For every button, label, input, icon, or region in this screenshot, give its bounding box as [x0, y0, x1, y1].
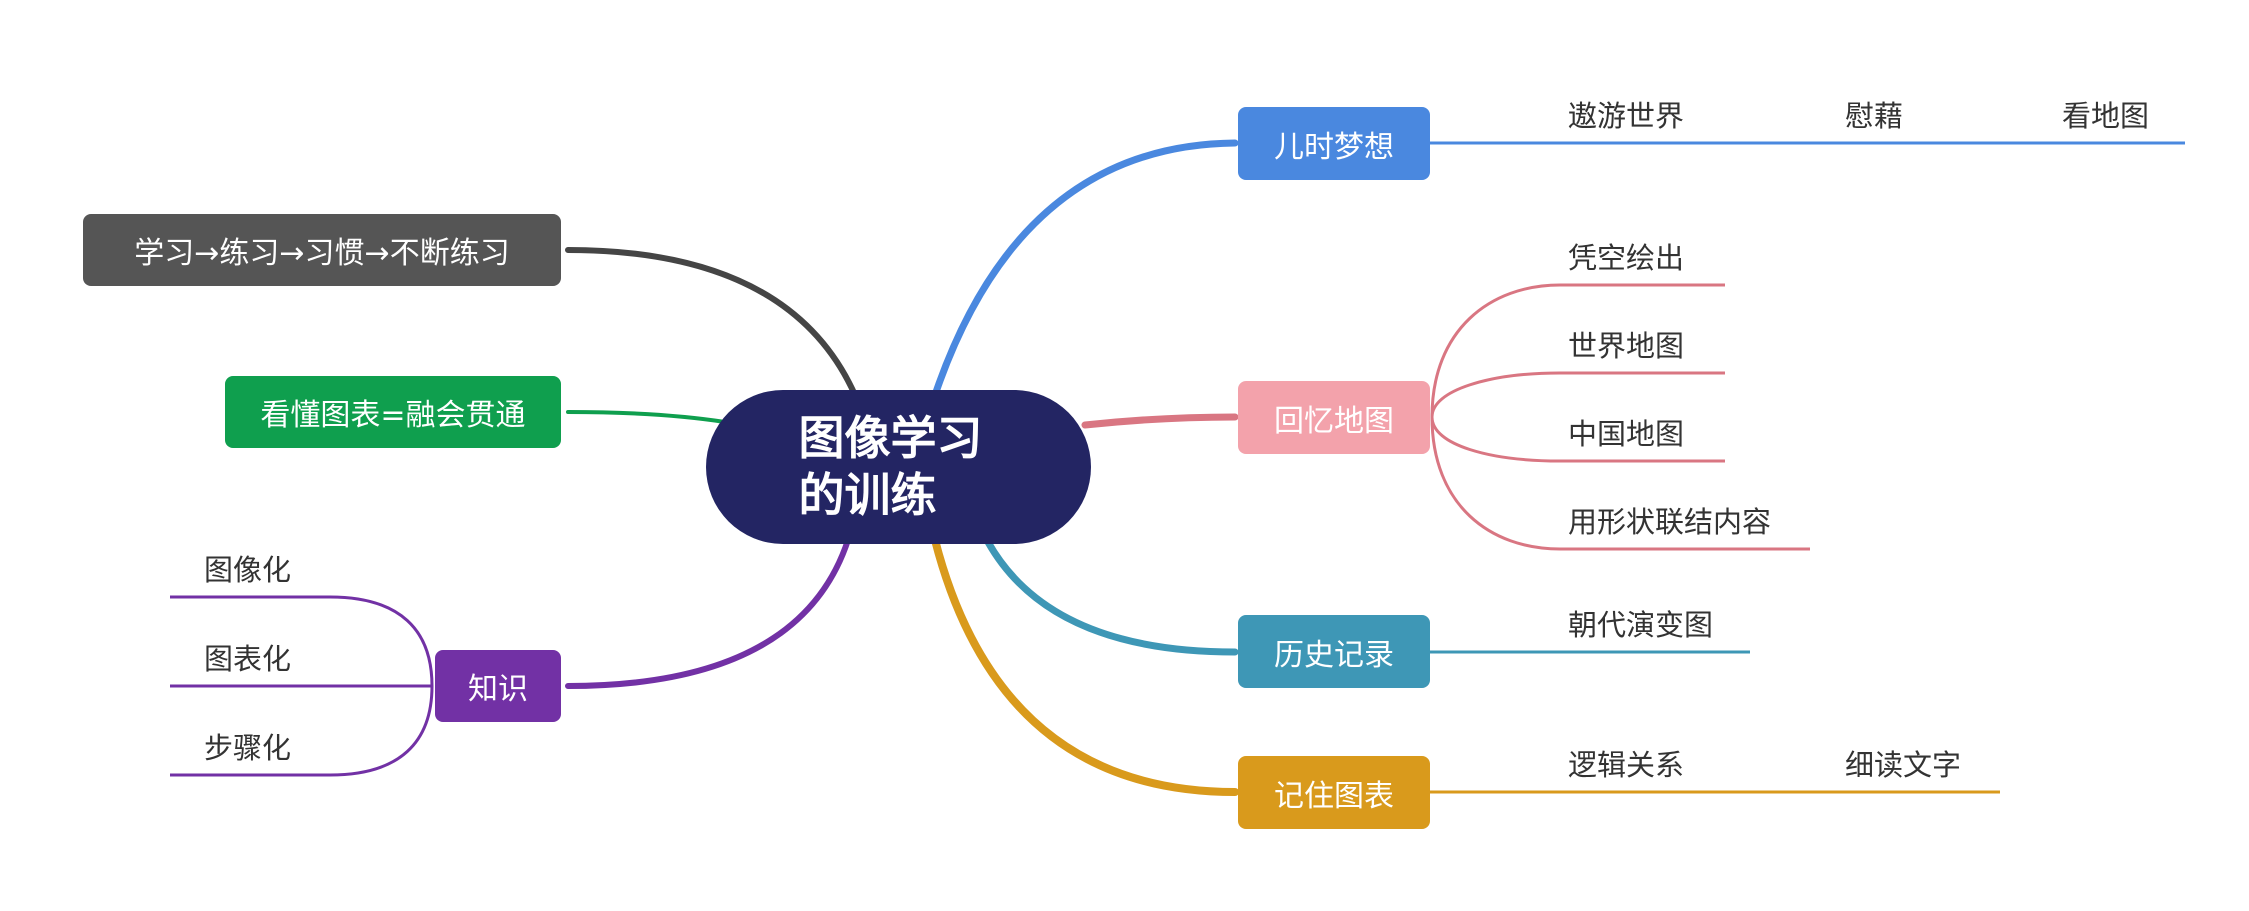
topic-childhood-dream[interactable]: 儿时梦想: [1238, 107, 1430, 180]
topic-knowledge[interactable]: 知识: [435, 650, 561, 722]
leaf-stepify[interactable]: 步骤化: [204, 731, 292, 765]
branch-chart: [931, 536, 1239, 796]
leaf-line-know-3: [170, 685, 434, 777]
leaf-chartify[interactable]: 图表化: [204, 642, 292, 676]
central-topic[interactable]: 图像学习 的训练: [706, 390, 1091, 544]
leaf-line-memory-2: [1430, 371, 1725, 418]
topic-read-charts[interactable]: 看懂图表=融会贯通: [225, 376, 561, 448]
topic-label: 看懂图表=融会贯通: [260, 398, 526, 433]
leaf-read-map[interactable]: 看地图: [2062, 99, 2150, 133]
topic-memory-map[interactable]: 回忆地图: [1238, 381, 1430, 454]
central-topic-line-2: 的训练: [798, 468, 937, 522]
topic-label: 记住图表: [1274, 778, 1394, 814]
branch-dream: [931, 139, 1239, 399]
topic-history-record[interactable]: 历史记录: [1238, 615, 1430, 688]
topic-label: 历史记录: [1274, 637, 1394, 673]
branch-read: [566, 410, 727, 424]
leaf-line-know-1: [170, 595, 434, 687]
branch-history: [984, 538, 1239, 656]
topic-label: 回忆地图: [1274, 403, 1394, 439]
central-topic-line-1: 图像学习: [798, 411, 983, 465]
topic-habit-loop[interactable]: 学习→练习→习惯→不断练习: [83, 214, 561, 286]
leaf-draw-from-memory[interactable]: 凭空绘出: [1568, 241, 1685, 275]
topic-remember-chart[interactable]: 记住图表: [1238, 756, 1430, 829]
leaf-logic-relation[interactable]: 逻辑关系: [1568, 748, 1685, 782]
leaf-shape-link[interactable]: 用形状联结内容: [1568, 505, 1772, 539]
leaf-line-memory-4: [1430, 416, 1810, 551]
leaf-visualize[interactable]: 图像化: [204, 553, 292, 587]
branch-habit: [565, 247, 858, 398]
leaf-read-text[interactable]: 细读文字: [1845, 748, 1962, 782]
leaf-china-map[interactable]: 中国地图: [1568, 417, 1685, 451]
leaf-line-memory-1: [1430, 283, 1725, 418]
leaf-comfort[interactable]: 慰藉: [1845, 99, 1904, 133]
leaf-dynasty-chart[interactable]: 朝代演变图: [1568, 608, 1714, 642]
leaf-line-memory-3: [1430, 416, 1725, 463]
branch-memory: [1081, 413, 1239, 429]
topic-label: 学习→练习→习惯→不断练习: [134, 236, 510, 271]
topic-label: 儿时梦想: [1274, 129, 1394, 165]
topic-label: 知识: [468, 672, 528, 707]
leaf-travel-world[interactable]: 遨游世界: [1568, 99, 1685, 133]
branch-know: [565, 537, 851, 689]
leaf-world-map[interactable]: 世界地图: [1568, 329, 1685, 363]
